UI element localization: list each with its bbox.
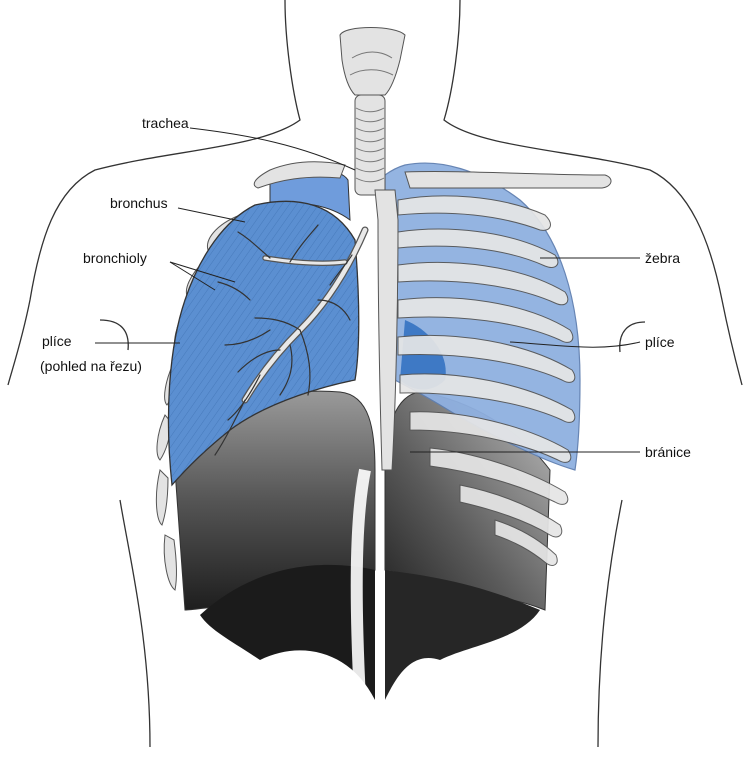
- label-lung-cut: plíce: [42, 333, 72, 349]
- label-bronchus: bronchus: [110, 195, 168, 211]
- label-lung: plíce: [645, 334, 675, 350]
- label-bronchioly: bronchioly: [83, 250, 147, 266]
- label-diaphragm: bránice: [645, 444, 691, 460]
- label-trachea: trachea: [142, 115, 189, 131]
- label-ribs: žebra: [645, 250, 680, 266]
- label-lung-cut-subtitle: (pohled na řezu): [40, 358, 142, 374]
- sternum: [375, 190, 398, 470]
